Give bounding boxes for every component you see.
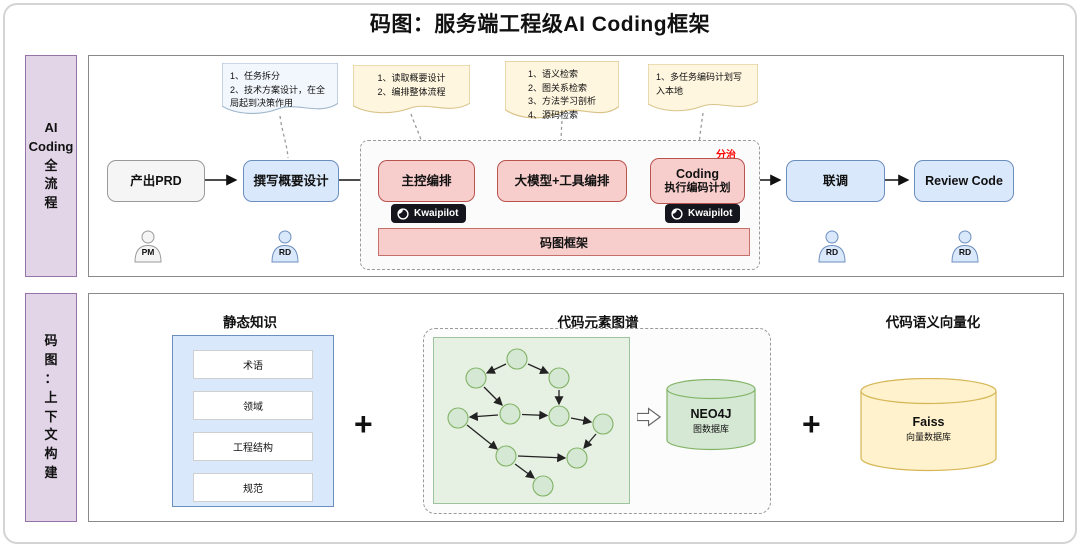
- note-shape: [648, 64, 758, 112]
- plus-sign: +: [802, 406, 821, 442]
- note-retrieval: 1、语义检索 2、图关系检索 3、方法学习剖析 4、源码检索: [505, 61, 619, 123]
- flow-node-label: 产出PRD: [130, 173, 182, 188]
- actor-label: PM: [141, 247, 155, 257]
- db-name: Faiss: [912, 415, 945, 429]
- knowledge-item: 领域: [193, 391, 313, 420]
- note-text: 1、语义检索 2、图关系检索 3、方法学习剖析 4、源码检索: [527, 69, 596, 120]
- note-multitask: 1、多任务编码计划写入本地: [648, 64, 758, 115]
- flow-node-review-code: Review Code: [914, 160, 1014, 202]
- note-read-design: 1、读取概要设计 2、编排整体流程: [353, 65, 470, 117]
- person-icon: [271, 230, 299, 263]
- graph-canvas: [433, 337, 630, 504]
- plus-sign: +: [354, 406, 373, 442]
- flow-node-label: 联调: [822, 173, 848, 188]
- actor-label: RD: [825, 247, 839, 257]
- knowledge-item: 规范: [193, 473, 313, 502]
- kwaipilot-badge-label: Kwaipilot: [688, 208, 733, 219]
- knowledge-item-label: 术语: [243, 361, 263, 372]
- faiss-database: Faiss 向量数据库: [860, 377, 997, 472]
- db-type: 图数据库: [692, 423, 729, 434]
- flow-node-prd: 产出PRD: [107, 160, 205, 202]
- person-icon: [818, 230, 846, 263]
- kwaipilot-logo-icon: [397, 207, 409, 220]
- code-graph-title: 代码元素图谱: [557, 315, 639, 330]
- code-element-graph-icon: [447, 348, 614, 497]
- flow-node-outline-design: 撰写概要设计: [243, 160, 339, 202]
- flow-node-label: Coding: [675, 166, 720, 181]
- note-text: 1、多任务编码计划写入本地: [656, 72, 743, 96]
- flow-node-label: 撰写概要设计: [253, 173, 329, 188]
- actor-rd-debug: RD: [815, 230, 849, 263]
- actor-label: RD: [958, 247, 972, 257]
- note-task-split: 1、任务拆分 2、技术方案设计，在全局起到决策作用: [222, 63, 338, 118]
- static-knowledge-container: 术语 领域 工程结构 规范: [172, 335, 334, 507]
- actor-rd-design: RD: [268, 230, 302, 263]
- person-icon: [951, 230, 979, 263]
- flow-node-sublabel: 执行编码计划: [664, 181, 731, 194]
- flow-node-coding: Coding 执行编码计划: [650, 158, 745, 204]
- vectorization-title: 代码语义向量化: [885, 315, 981, 330]
- knowledge-item-label: 工程结构: [233, 443, 273, 454]
- note-shape: [353, 65, 470, 114]
- note-shape: [505, 61, 619, 119]
- bottom-sidebar-label: 码 图 ： 上 下 文 构 建: [25, 293, 77, 522]
- database-cylinder-icon: [666, 378, 756, 451]
- knowledge-item-label: 规范: [243, 484, 263, 495]
- flow-node-joint-debug: 联调: [786, 160, 885, 202]
- knowledge-item-label: 领域: [243, 402, 263, 413]
- flow-node-llm-tool-orchestration: 大模型+工具编排: [497, 160, 627, 202]
- flow-node-label: 大模型+工具编排: [514, 173, 610, 188]
- kwaipilot-badge: Kwaipilot: [391, 204, 467, 223]
- neo4j-database: NEO4J 图数据库: [666, 378, 756, 451]
- database-cylinder-icon: [860, 377, 997, 472]
- kwaipilot-badge: Kwaipilot: [665, 204, 741, 223]
- page-title: 码图：服务端工程级AI Coding框架: [369, 13, 711, 36]
- flow-node-label: 主控编排: [401, 173, 452, 188]
- matu-framework-bar: 码图框架: [378, 228, 750, 256]
- person-icon: [134, 230, 162, 263]
- framework-bar-label: 码图框架: [539, 235, 588, 250]
- knowledge-item: 术语: [193, 350, 313, 379]
- kwaipilot-badge-label: Kwaipilot: [414, 208, 459, 219]
- note-shape: [222, 63, 338, 114]
- divide-conquer-label: 分治: [716, 150, 736, 161]
- note-text: 1、读取概要设计 2、编排整体流程: [377, 73, 446, 97]
- note-text: 1、任务拆分 2、技术方案设计，在全局起到决策作用: [230, 71, 326, 108]
- db-type: 向量数据库: [905, 431, 951, 442]
- knowledge-item: 工程结构: [193, 432, 313, 461]
- canvas-border: [3, 3, 1077, 544]
- flow-node-label: Review Code: [925, 173, 1003, 188]
- kwaipilot-logo-icon: [671, 207, 683, 220]
- actor-label: RD: [278, 247, 292, 257]
- flow-node-master-orchestration: 主控编排: [378, 160, 475, 202]
- top-sidebar-label: AI Coding 全 流 程: [25, 55, 77, 277]
- static-knowledge-title: 静态知识: [223, 315, 277, 330]
- hollow-arrow-icon: [637, 407, 661, 427]
- db-name: NEO4J: [690, 407, 732, 421]
- actor-pm: PM: [131, 230, 165, 263]
- actor-rd-review: RD: [948, 230, 982, 263]
